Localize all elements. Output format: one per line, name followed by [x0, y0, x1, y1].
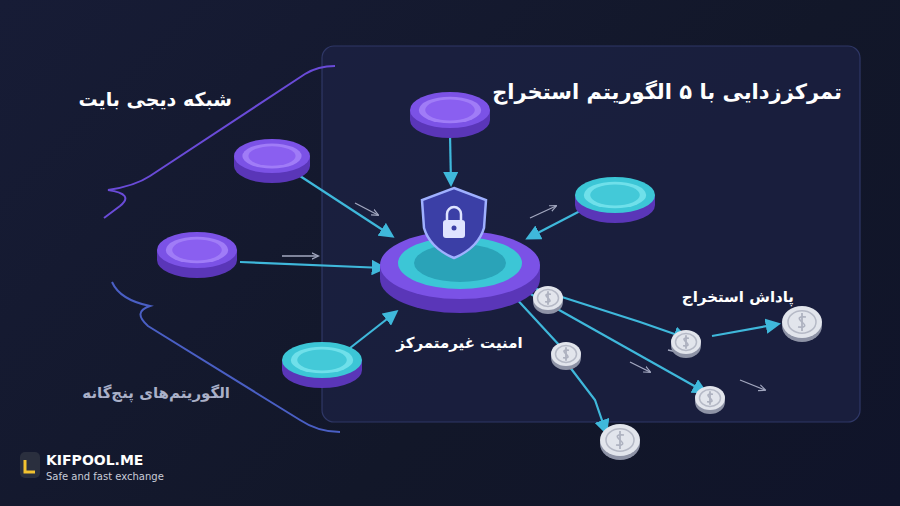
coin [600, 424, 640, 460]
logo-icon [20, 452, 40, 478]
nodes-discs [157, 92, 655, 388]
disc [410, 92, 490, 138]
hub-shape [372, 180, 547, 360]
coin [671, 330, 701, 358]
shield-icon [422, 188, 486, 258]
algorithms-label: الگوریتم‌های پنج‌گانه [82, 384, 230, 402]
flow-arrow [350, 312, 396, 348]
flow-arrow [566, 362, 606, 432]
small-arrow [630, 362, 650, 372]
small-arrow [530, 206, 556, 218]
logo-tagline: Safe and fast exchange [46, 471, 164, 482]
hub-node: امنیت غیرمتمرکز [372, 180, 547, 360]
flow-arrow [300, 176, 392, 236]
coin [551, 342, 581, 370]
small-arrow [282, 255, 318, 256]
flow-arrow [450, 134, 451, 184]
panel [322, 46, 860, 422]
flow-arrow [528, 210, 582, 238]
small-arrow [355, 203, 378, 215]
coin [782, 306, 822, 342]
coin [695, 386, 725, 414]
reward-label: پاداش استخراج [682, 288, 794, 306]
disc [157, 232, 237, 278]
coins [533, 286, 822, 460]
flow-arrow [520, 288, 705, 392]
coin [533, 286, 563, 314]
flow-arrow [240, 262, 384, 268]
logo-name: KIFPOOL.ME [46, 452, 143, 468]
flow-arrow [515, 282, 686, 338]
title: تمرکززدایی با ۵ الگوریتم استخراج [492, 80, 842, 104]
small-arrow [740, 380, 765, 390]
flow-arrow [712, 324, 778, 336]
disc [234, 139, 310, 183]
flow-lines [240, 134, 778, 432]
disc [575, 177, 655, 223]
node-label: امنیت غیرمتمرکز [396, 334, 522, 352]
network-label: شبکه دیجی بایت [78, 88, 232, 110]
disc [282, 342, 362, 388]
